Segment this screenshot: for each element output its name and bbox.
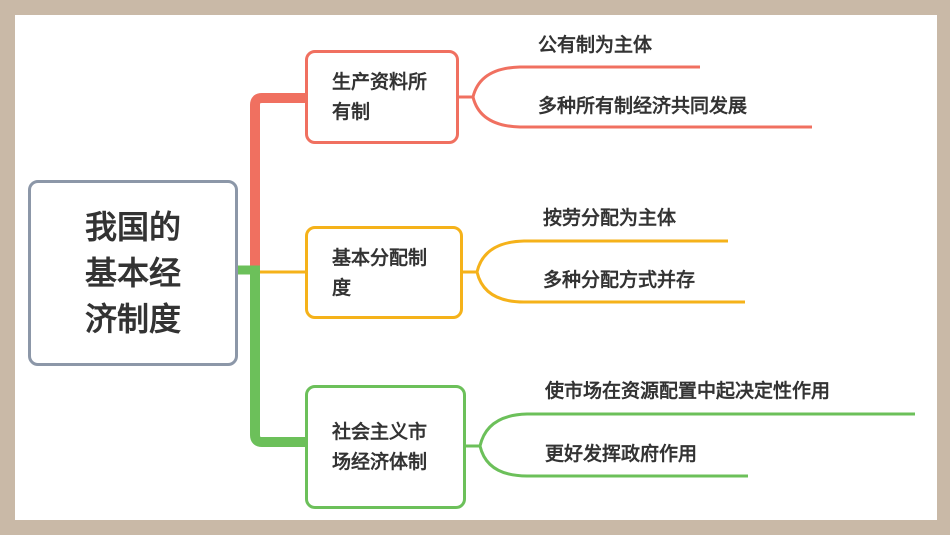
- trunk-green: [250, 270, 305, 447]
- branch-label: 社会主义市场经济体制: [332, 421, 428, 473]
- leaf-node[interactable]: 多种所有制经济共同发展: [538, 95, 748, 117]
- branch-label: 生产资料所有制: [332, 71, 428, 123]
- leaf-node[interactable]: 公有制为主体: [538, 34, 653, 56]
- leaf-node[interactable]: 更好发挥政府作用: [545, 443, 698, 465]
- root-node[interactable]: 我国的基本经济制度: [28, 180, 238, 366]
- leaf-node[interactable]: 使市场在资源配置中起决定性作用: [545, 380, 831, 402]
- branch-label: 基本分配制度: [332, 246, 428, 299]
- leaf-node[interactable]: 按劳分配为主体: [543, 207, 677, 229]
- leaf-lines-green: [465, 412, 915, 478]
- leaf-lines-red: [458, 65, 812, 129]
- leaf-lines-yellow: [462, 239, 745, 304]
- branch-node-market[interactable]: 社会主义市场经济体制: [305, 385, 466, 509]
- branch-node-distribution[interactable]: 基本分配制度: [305, 226, 463, 319]
- trunk-red: [250, 93, 305, 270]
- branch-node-ownership[interactable]: 生产资料所有制: [305, 50, 459, 144]
- leaf-node[interactable]: 多种分配方式并存: [543, 269, 696, 291]
- root-label: 我国的基本经济制度: [84, 208, 181, 338]
